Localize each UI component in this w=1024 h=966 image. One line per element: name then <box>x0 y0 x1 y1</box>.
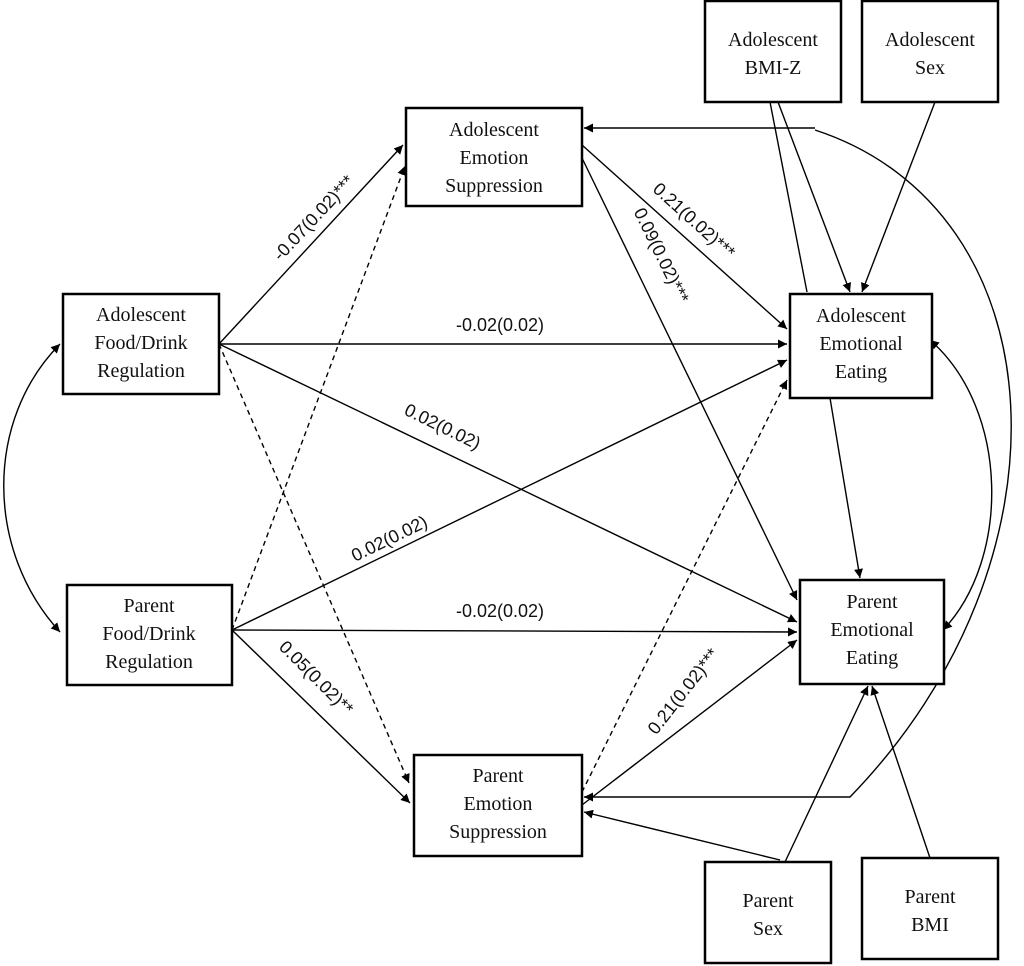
node-parent-sex: Parent Sex <box>703 860 833 965</box>
node-line: BMI <box>911 914 949 936</box>
parent-bmi-to-parent-eat-arrow <box>870 685 931 859</box>
covariance-regulation-arrow <box>3 343 61 633</box>
coef-adol-reg-to-parent-eat: 0.02(0.02) <box>401 400 484 454</box>
adol-bmi-z-to-adol-eat-arrow <box>777 101 852 293</box>
parent-supp-to-parent-eat-arrow <box>581 639 798 806</box>
covariate-loop-to-parent-supp-arrow <box>584 129 1012 802</box>
coef-parent-supp-to-parent-eat: 0.21(0.02)*** <box>644 645 723 739</box>
adol-bmi-z-to-adol-supp-line <box>769 101 808 293</box>
node-line: Emotion <box>460 147 529 169</box>
node-adolescent-bmi-z: Adolescent BMI-Z <box>703 0 843 104</box>
node-line: Eating <box>835 361 887 383</box>
node-line: BMI-Z <box>745 57 802 79</box>
node-line: Sex <box>915 57 945 79</box>
coef-parent-reg-to-parent-eat: -0.02(0.02) <box>456 601 544 621</box>
node-line: Adolescent <box>885 29 975 51</box>
node-line: Parent <box>472 765 524 787</box>
covariance-emotional-eating-arrow <box>929 339 993 631</box>
coef-adol-reg-to-adol-eat: -0.02(0.02) <box>456 315 544 335</box>
node-line: Eating <box>846 647 898 669</box>
adol-supp-to-parent-eat-arrow <box>581 157 798 601</box>
node-line: Sex <box>753 918 783 940</box>
node-line: Parent <box>904 886 956 908</box>
node-line: Emotional <box>819 333 903 355</box>
coef-parent-reg-to-adol-eat: 0.02(0.02) <box>348 512 431 566</box>
node-line: Adolescent <box>449 119 539 141</box>
node-line: Adolescent <box>96 304 186 326</box>
parent-sex-to-parent-eat-arrow <box>784 685 869 863</box>
node-line: Parent <box>846 591 898 613</box>
parent-reg-to-adol-eat-arrow <box>231 359 788 631</box>
node-line: Suppression <box>445 175 543 197</box>
node-line: Food/Drink <box>94 332 187 354</box>
node-parent-bmi: Parent BMI <box>860 856 1000 961</box>
node-line: Adolescent <box>728 29 818 51</box>
node-line: Adolescent <box>816 305 906 327</box>
parent-reg-to-parent-supp-arrow <box>231 629 411 804</box>
parent-reg-to-parent-eat-arrow <box>231 627 798 637</box>
node-line: Parent <box>123 595 175 617</box>
parent-sex-to-parent-supp-arrow <box>583 809 781 861</box>
node-line: Food/Drink <box>102 623 195 645</box>
node-parent-emotional-eating: Parent Emotional Eating <box>798 578 946 686</box>
coef-parent-reg-to-parent-supp: 0.05(0.02)** <box>275 637 357 719</box>
node-line: Emotional <box>830 619 914 641</box>
adol-reg-to-parent-eat-arrow <box>218 343 798 623</box>
adol-supp-to-adol-eat-arrow <box>581 144 788 330</box>
adol-reg-to-parent-supp-dashed-arrow <box>218 343 410 784</box>
node-line: Parent <box>742 890 794 912</box>
node-adolescent-emotional-eating: Adolescent Emotional Eating <box>788 292 934 400</box>
coef-adol-reg-to-adol-supp: -0.07(0.02)*** <box>269 171 358 264</box>
node-line: Regulation <box>97 360 185 382</box>
adol-reg-to-adol-supp-arrow <box>218 144 404 345</box>
adol-eat-to-parent-eat-arrow <box>829 397 863 579</box>
parent-reg-to-adol-supp-dashed-arrow <box>231 165 407 631</box>
adol-sex-to-adol-eat-arrow <box>861 101 936 293</box>
parent-supp-to-adol-eat-dashed-arrow <box>581 379 788 793</box>
node-parent-food-drink-regulation: Parent Food/Drink Regulation <box>65 583 234 687</box>
node-adolescent-emotion-suppression: Adolescent Emotion Suppression <box>404 106 584 208</box>
node-line: Suppression <box>449 821 547 843</box>
node-adolescent-sex: Adolescent Sex <box>860 0 1000 104</box>
node-line: Emotion <box>464 793 533 815</box>
node-line: Regulation <box>105 651 193 673</box>
node-adolescent-food-drink-regulation: Adolescent Food/Drink Regulation <box>61 292 221 396</box>
node-parent-emotion-suppression: Parent Emotion Suppression <box>412 753 584 858</box>
